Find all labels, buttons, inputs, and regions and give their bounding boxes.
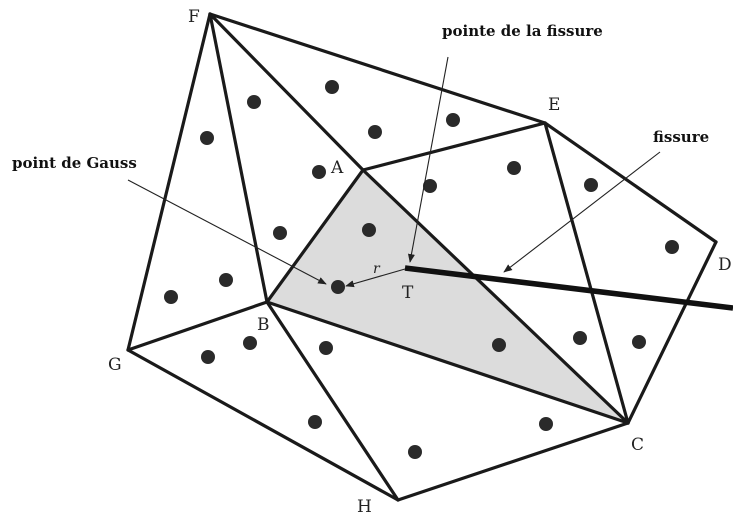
- gauss-point: [247, 95, 261, 109]
- gauss-point: [325, 80, 339, 94]
- crack-arrow: [503, 151, 661, 273]
- edge-b-h: [265, 300, 400, 502]
- gauss-point: [584, 178, 598, 192]
- gauss-point: [423, 179, 437, 193]
- gauss-point: [539, 417, 553, 431]
- crack-tip-arrow: [407, 56, 449, 263]
- edge-f-b: [208, 12, 269, 304]
- gauss-point-arrow: [127, 179, 327, 285]
- vertex-label-b: B: [257, 315, 270, 335]
- gauss-point: [308, 415, 322, 429]
- gauss-point: [201, 350, 215, 364]
- vertex-label-a: A: [330, 158, 344, 178]
- gauss-point: [362, 223, 376, 237]
- vertex-label-g: G: [108, 355, 122, 375]
- gauss-point: [200, 131, 214, 145]
- gauss-point: [492, 338, 506, 352]
- gauss-point-label: point de Gauss: [12, 154, 137, 172]
- gauss-point: [632, 335, 646, 349]
- edge-d-c: [626, 240, 718, 425]
- vertex-label-t: T: [402, 283, 414, 303]
- crack-tip-label: pointe de la fissure: [442, 22, 603, 40]
- gauss-point: [573, 331, 587, 345]
- vertex-label-h: H: [357, 497, 372, 517]
- vertex-label-e: E: [548, 95, 560, 115]
- crack-tip-element: [267, 170, 628, 423]
- gauss-point: [331, 280, 345, 294]
- mesh-edges: [126, 12, 718, 502]
- gauss-point: [219, 273, 233, 287]
- vertex-label-d: D: [718, 255, 732, 275]
- annotation-arrows: [127, 56, 661, 288]
- distance-r-label: r: [373, 261, 381, 277]
- gauss-point: [319, 341, 333, 355]
- distance-r-arrow: [345, 268, 406, 288]
- edge-h-c: [396, 421, 630, 502]
- edge-f-a: [208, 12, 365, 172]
- gauss-point: [273, 226, 287, 240]
- gauss-point: [507, 161, 521, 175]
- gauss-point: [312, 165, 326, 179]
- edge-f-g: [126, 12, 212, 352]
- edge-a-c: [361, 168, 630, 425]
- edge-f-e: [208, 12, 547, 125]
- edge-e-d: [543, 121, 718, 244]
- gauss-points: [164, 80, 679, 459]
- gauss-point: [368, 125, 382, 139]
- gauss-point: [243, 336, 257, 350]
- edge-g-h: [126, 348, 400, 502]
- vertex-label-c: C: [631, 435, 644, 455]
- edge-a-b: [265, 168, 365, 304]
- edge-g-b: [126, 300, 269, 352]
- crack-label: fissure: [653, 128, 709, 146]
- edge-e-c: [543, 121, 630, 425]
- crack-line: [404, 265, 733, 311]
- gauss-point: [408, 445, 422, 459]
- gauss-point: [665, 240, 679, 254]
- gauss-point: [164, 290, 178, 304]
- edge-a-e: [361, 121, 547, 172]
- vertex-label-f: F: [188, 7, 200, 27]
- edge-b-c: [265, 300, 630, 425]
- gauss-point: [446, 113, 460, 127]
